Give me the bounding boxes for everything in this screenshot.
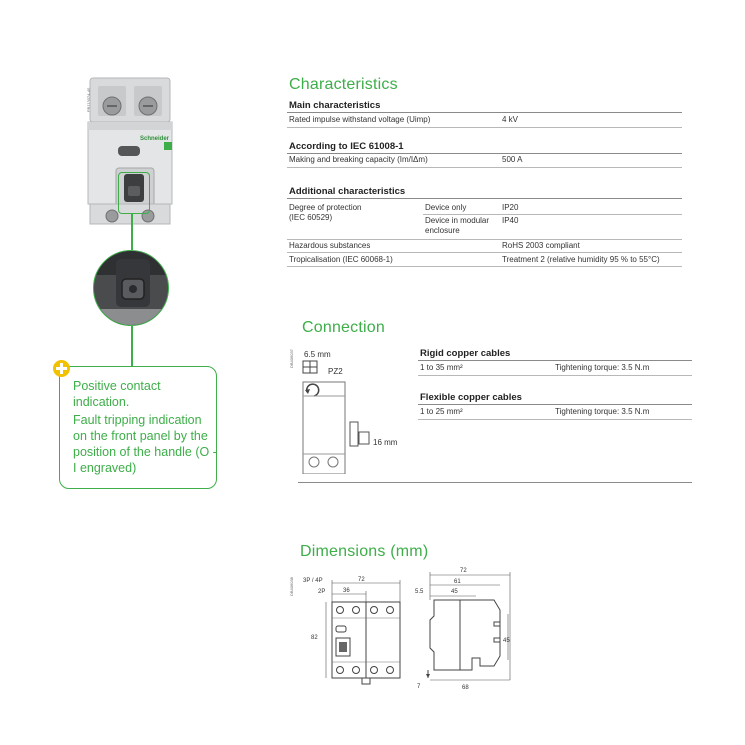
row-value: RoHS 2003 compliant [502,241,580,250]
rotate-arrow-icon [305,383,320,397]
row-value: 500 A [502,155,523,164]
row-label: Making and breaking capacity (Im/IΔm) [289,155,428,164]
protection-label: Degree of protection [289,203,362,212]
dimensions-title: Dimensions (mm) [300,543,429,560]
row-value: Treatment 2 (relative humidity 95 % to 5… [502,255,660,264]
screw-head-icon [302,360,318,374]
zoom-circle [93,250,169,326]
divider [287,127,682,128]
section-end-divider [298,482,692,483]
strip-length-label: 16 mm [373,438,398,447]
flexible-section: 1 to 25 mm² [420,407,463,416]
front-width-2p: 36 [343,588,350,594]
dimensions-ref-code: DB406038 [289,577,294,596]
divider [287,239,682,240]
connection-title: Connection [302,319,385,336]
product-image: Schneider [87,77,173,225]
divider [287,266,682,267]
handle-highlight [118,172,150,214]
row-label: Tropicalisation (IEC 60068-1) [289,255,393,264]
protection-sub: Device in modular enclosure [425,216,490,235]
side-rail: 68 [462,685,469,691]
protection-sub: Device only [425,203,467,212]
rigid-section: 1 to 35 mm² [420,363,463,372]
divider [287,252,682,253]
front-view-drawing [325,580,401,685]
side-depth-61: 61 [454,579,461,585]
brand-logo: Schneider [140,136,170,142]
callout-text: Fault tripping indication on the front p… [73,413,217,475]
divider [418,419,692,420]
plus-icon [53,360,70,377]
connection-ref-code: DB406037 [289,349,294,368]
side-view-drawing [426,572,511,681]
divider [287,167,682,168]
label-2p: 2P [318,589,326,595]
divider [287,153,682,154]
flexible-torque: Tightening torque: 3.5 N.m [555,407,650,416]
screw-size-label: 6.5 mm [304,350,331,359]
connection-diagram [302,360,370,474]
divider [418,375,692,376]
side-bottom: 7 [417,684,421,690]
side-depth-total: 72 [460,568,467,574]
test-button [118,146,140,156]
divider [418,360,692,361]
protection-label-standard: (IEC 60529) [289,213,333,222]
side-height-45: 45 [503,638,510,644]
rigid-torque: Tightening torque: 3.5 N.m [555,363,650,372]
callout-connector [131,214,133,250]
main-characteristics-heading: Main characteristics [289,100,381,111]
divider [418,404,692,405]
feature-callout: Positive contact indication. Fault tripp… [59,366,217,489]
protection-value: IP40 [502,216,519,225]
callout-connector [131,326,133,368]
row-label: Rated impulse withstand voltage (Uimp) [289,115,431,124]
characteristics-title: Characteristics [289,76,398,93]
side-offset: 5.5 [415,589,424,595]
divider [287,112,682,113]
callout-title: Positive contact indication. [73,379,161,409]
row-value: 4 kV [502,115,519,124]
protection-value: IP20 [502,203,519,212]
divider [287,198,682,199]
additional-heading: Additional characteristics [289,186,406,197]
front-height: 82 [311,635,318,641]
row-label: Hazardous substances [289,241,371,250]
label-3p4p: 3P / 4P [303,578,323,584]
rigid-cables-heading: Rigid copper cables [420,348,511,359]
front-width-4p: 72 [358,577,365,583]
iec-heading: According to IEC 61008-1 [289,141,404,152]
divider [423,214,682,215]
screwdriver-label: PZ2 [328,367,343,376]
flexible-cables-heading: Flexible copper cables [420,392,522,403]
side-depth-45: 45 [451,589,458,595]
